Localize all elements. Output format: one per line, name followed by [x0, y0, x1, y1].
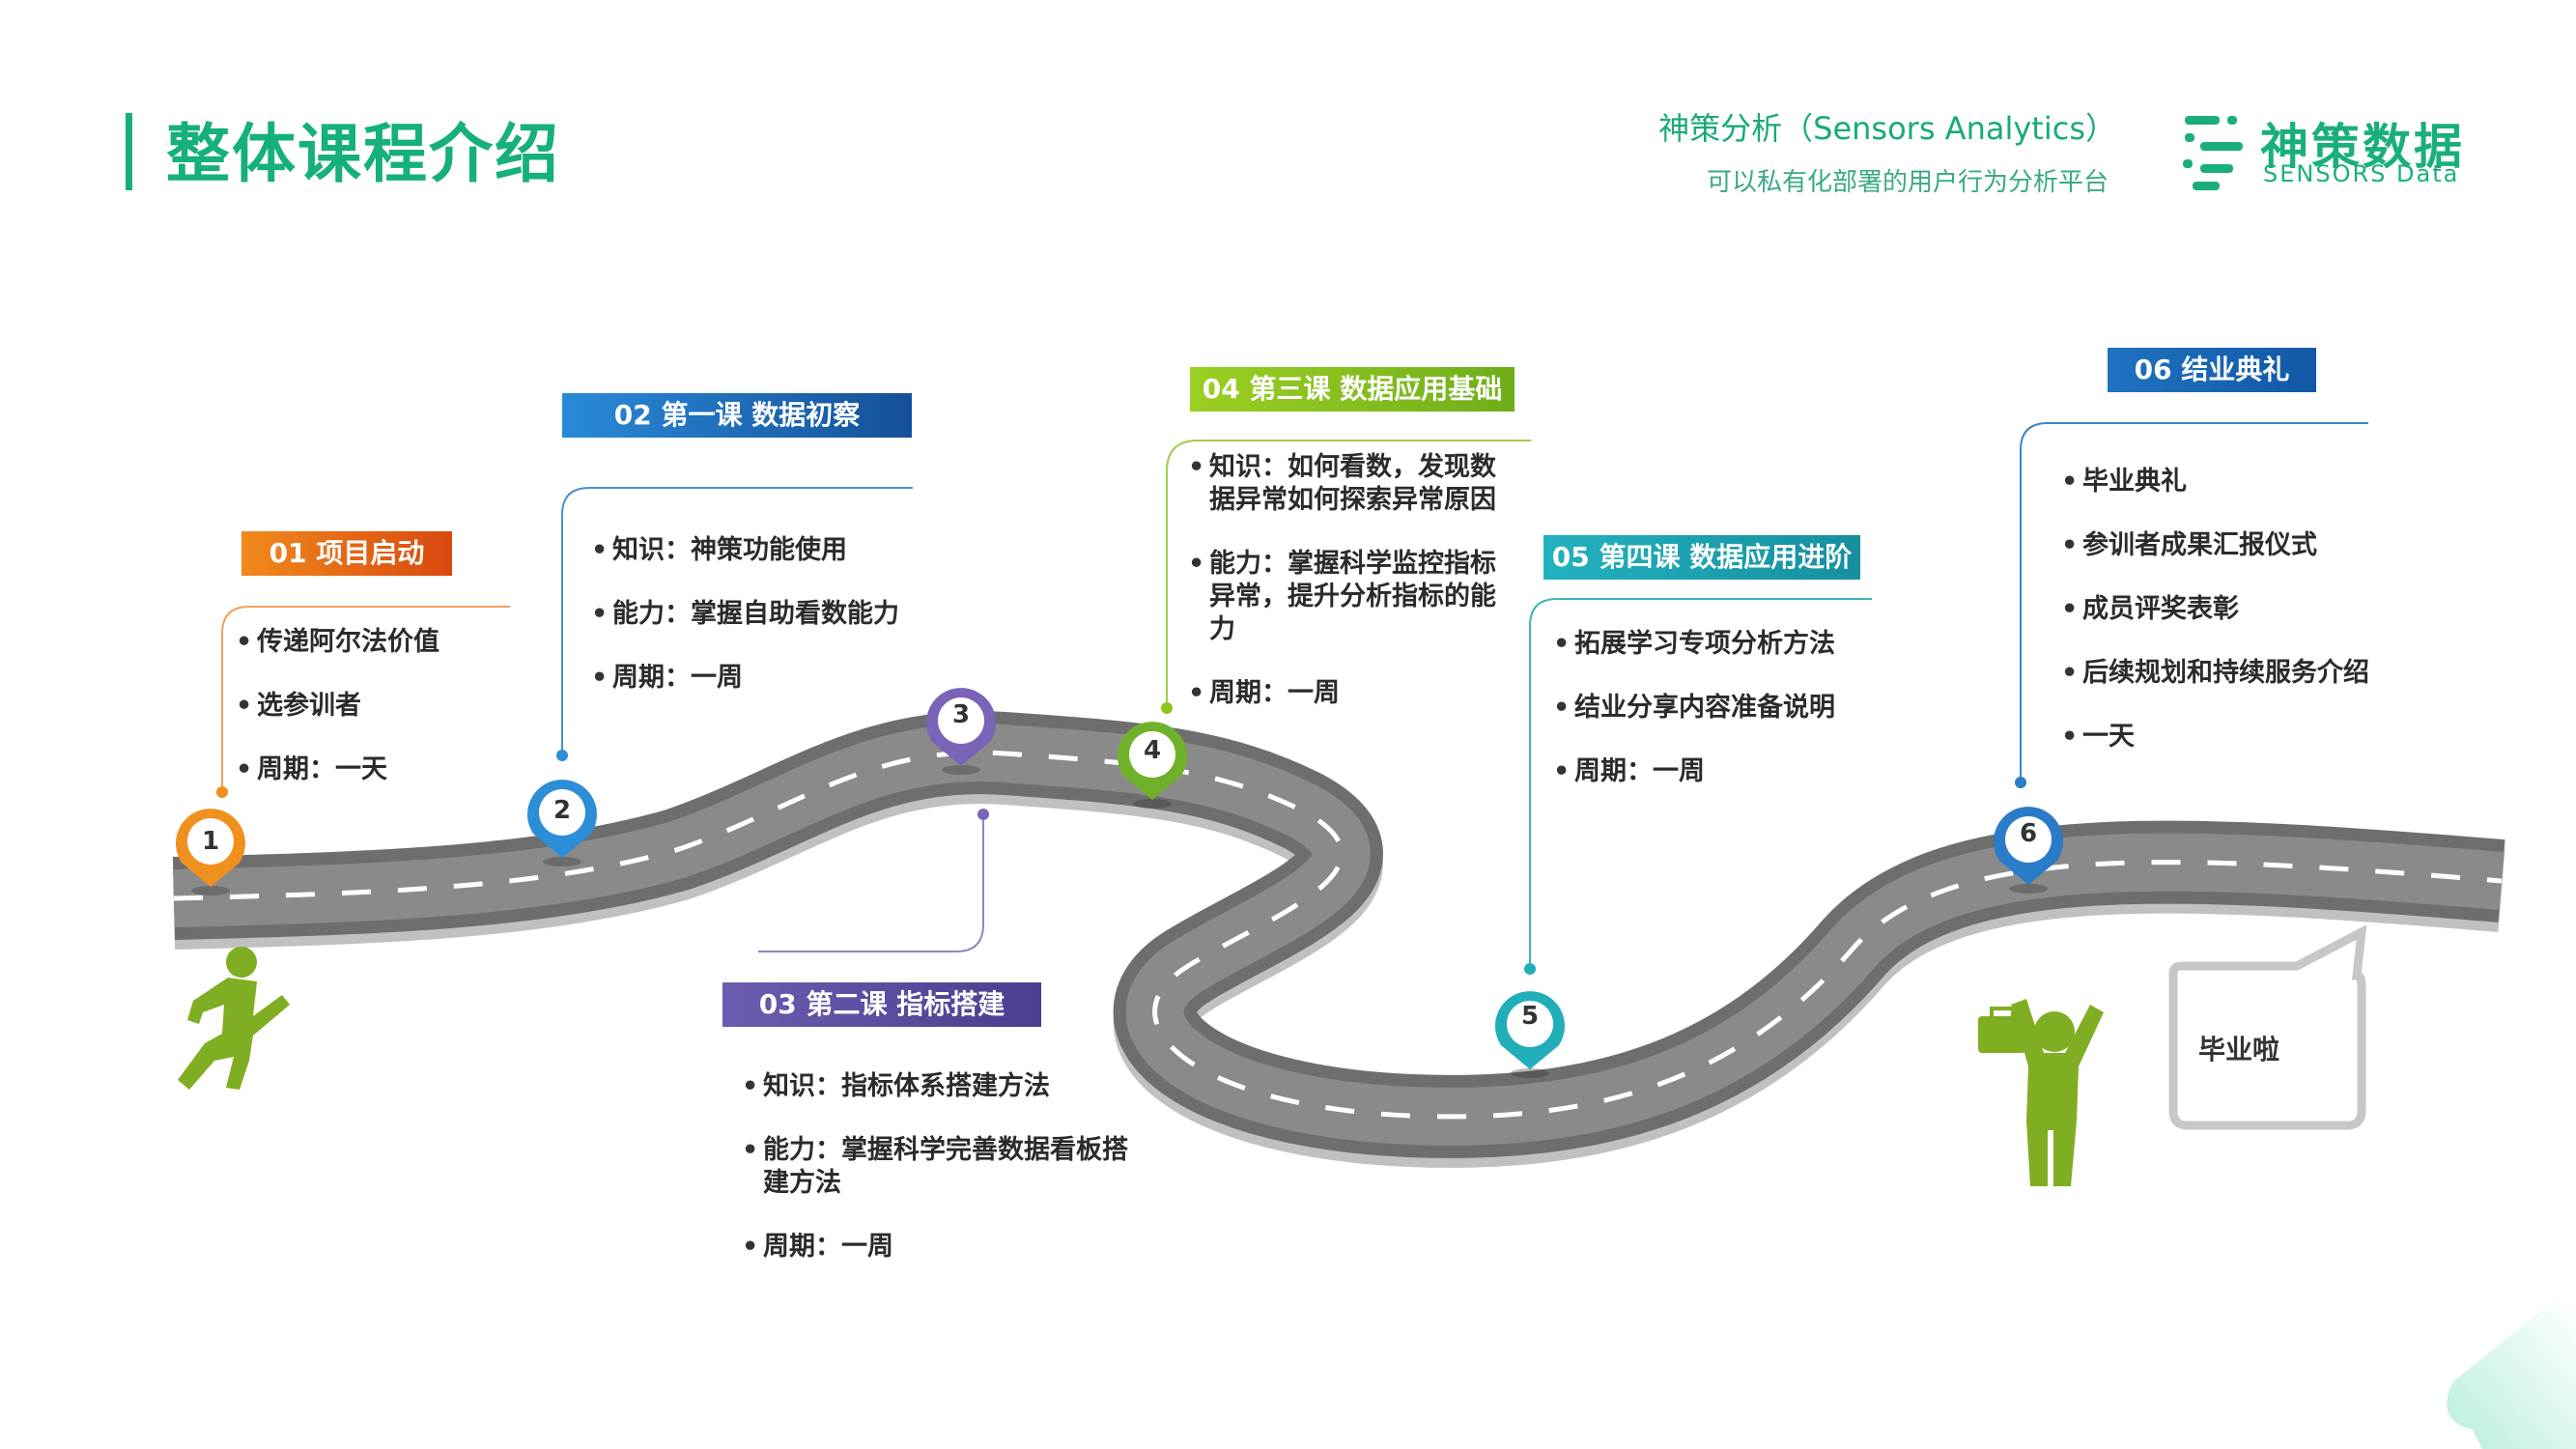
stage-4-details: 知识：如何看数，发现数据异常如何探索异常原因 能力：掌握科学监控指标异常，提升分… — [1186, 451, 1505, 741]
pin-3-number: 3 — [942, 696, 980, 734]
stage-6-item: 毕业典礼 — [2059, 466, 2378, 498]
stage-6-details: 毕业典礼 参训者成果汇报仪式 成员评奖表彰 后续规划和持续服务介绍 一天 — [2059, 466, 2378, 784]
stage-1-item: 传递阿尔法价值 — [234, 626, 524, 659]
stage-3-item: 知识：指标体系搭建方法 — [740, 1070, 1146, 1103]
connector-dot-1 — [216, 786, 228, 798]
pin-2-shadow — [543, 857, 581, 867]
logo-subtext: SENSORS Data — [2263, 160, 2459, 187]
stage-3-item: 周期：一周 — [740, 1231, 1146, 1264]
stage-6-item: 一天 — [2059, 721, 2378, 753]
running-person-icon — [178, 947, 290, 1090]
stage-2-item: 周期：一周 — [589, 662, 976, 695]
connector-dot-4 — [1161, 702, 1173, 714]
pin-5-number: 5 — [1511, 997, 1549, 1036]
pin-4-number: 4 — [1133, 731, 1172, 770]
connector-dot-2 — [556, 750, 568, 761]
stage-5-details: 拓展学习专项分析方法 结业分享内容准备说明 周期：一周 — [1551, 628, 1938, 819]
pin-3-shadow — [942, 765, 980, 775]
brand-tagline: 神策分析（Sensors Analytics） — [1658, 104, 2116, 149]
speech-bubble-text: 毕业啦 — [2198, 1029, 2279, 1067]
logo-icon — [2183, 116, 2243, 190]
stage-1-item: 周期：一天 — [234, 753, 524, 786]
brand-subtitle: 可以私有化部署的用户行为分析平台 — [1707, 162, 2109, 198]
stage-1-label: 01 项目启动 — [241, 531, 452, 576]
title-accent-bar — [126, 113, 132, 190]
pin-6-number: 6 — [2009, 814, 2048, 853]
pin-2-number: 2 — [543, 791, 581, 830]
stage-2-item: 知识：神策功能使用 — [589, 534, 976, 567]
connector-dot-3 — [977, 809, 989, 820]
stage-5-item: 拓展学习专项分析方法 — [1551, 628, 1938, 661]
stage-4-item: 知识：如何看数，发现数据异常如何探索异常原因 — [1186, 451, 1505, 517]
pin-1-number: 1 — [191, 822, 230, 861]
connector-dot-6 — [2015, 777, 2026, 788]
stage-4-label: 04 第三课 数据应用基础 — [1190, 367, 1514, 412]
stage-5-item: 结业分享内容准备说明 — [1551, 692, 1938, 724]
stage-5-label: 05 第四课 数据应用进阶 — [1543, 535, 1860, 580]
stage-3-item: 能力：掌握科学完善数据看板搭建方法 — [740, 1134, 1146, 1200]
stage-3-details: 知识：指标体系搭建方法 能力：掌握科学完善数据看板搭建方法 周期：一周 — [740, 1070, 1146, 1294]
stage-4-item: 能力：掌握科学监控指标异常，提升分析指标的能力 — [1186, 548, 1505, 646]
stage-4-item: 周期：一周 — [1186, 677, 1505, 710]
stage-6-item: 成员评奖表彰 — [2059, 593, 2378, 626]
stage-1-details: 传递阿尔法价值 选参训者 周期：一天 — [234, 626, 524, 817]
stage-6-item: 后续规划和持续服务介绍 — [2059, 657, 2378, 690]
corner-decoration — [2447, 1302, 2576, 1449]
stage-6-label: 06 结业典礼 — [2108, 348, 2316, 392]
stage-2-details: 知识：神策功能使用 能力：掌握自助看数能力 周期：一周 — [589, 534, 976, 725]
stage-3-label: 03 第二课 指标搭建 — [722, 982, 1041, 1027]
briefcase-icon — [1978, 1016, 2026, 1053]
page-title: 整体课程介绍 — [166, 114, 560, 195]
stage-2-item: 能力：掌握自助看数能力 — [589, 598, 976, 631]
stage-6-item: 参训者成果汇报仪式 — [2059, 529, 2378, 562]
stage-2-label: 02 第一课 数据初察 — [562, 393, 912, 438]
celebrating-person-icon — [1978, 999, 2104, 1186]
pin-4-shadow — [1133, 799, 1172, 809]
pin-5-shadow — [1511, 1068, 1549, 1078]
connector-dot-5 — [1524, 963, 1536, 975]
pin-1-shadow — [191, 886, 230, 895]
stage-1-item: 选参训者 — [234, 690, 524, 723]
pin-6-shadow — [2009, 884, 2048, 894]
stage-5-item: 周期：一周 — [1551, 755, 1938, 788]
